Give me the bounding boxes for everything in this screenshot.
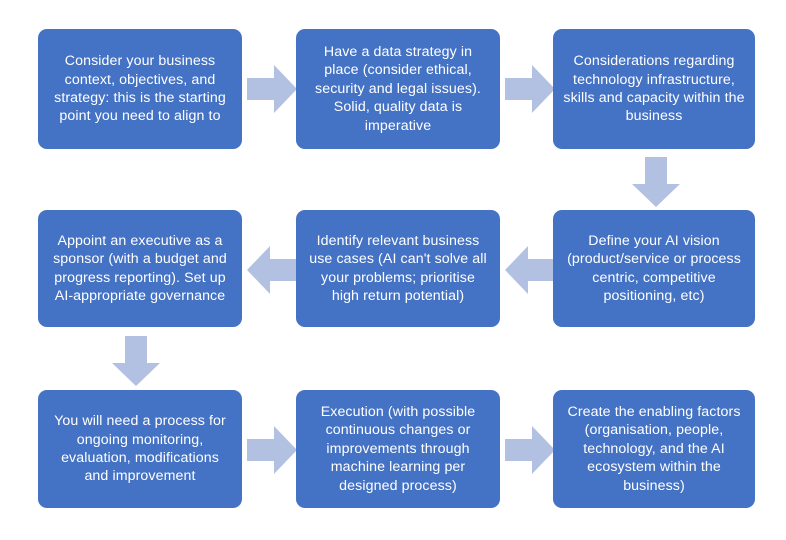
flow-node-step-1[interactable]: Consider your business context, objectiv… [38, 29, 242, 149]
flow-node-step-2[interactable]: Have a data strategy in place (consider … [296, 29, 500, 149]
flow-node-step-3[interactable]: Considerations regarding technology infr… [553, 29, 755, 149]
flow-node-step-6[interactable]: Appoint an executive as a sponsor (with … [38, 210, 242, 327]
flow-node-step-1-label: Consider your business context, objectiv… [54, 53, 226, 125]
flow-node-step-9[interactable]: Create the enabling factors (organisatio… [553, 390, 755, 508]
flow-node-step-8[interactable]: Execution (with possible continuous chan… [296, 390, 500, 508]
flow-node-step-7[interactable]: You will need a process for ongoing moni… [38, 390, 242, 508]
flow-node-step-5-label: Identify relevant business use cases (AI… [309, 232, 487, 304]
flow-node-step-7-label: You will need a process for ongoing moni… [54, 413, 226, 485]
arrow-right-step-2-to-step-3 [505, 63, 555, 115]
arrow-left-step-4-to-step-5 [505, 244, 555, 296]
arrow-right-step-7-to-step-8 [247, 424, 297, 476]
arrow-left-step-5-to-step-6 [247, 244, 297, 296]
flow-node-step-9-label: Create the enabling factors (organisatio… [567, 403, 741, 494]
arrow-right-step-8-to-step-9 [505, 424, 555, 476]
arrow-right-step-1-to-step-2 [247, 63, 297, 115]
flow-node-step-4-label: Define your AI vision (product/service o… [567, 232, 741, 304]
flow-node-step-2-label: Have a data strategy in place (consider … [315, 43, 481, 134]
flow-node-step-4[interactable]: Define your AI vision (product/service o… [553, 210, 755, 327]
flow-node-step-5[interactable]: Identify relevant business use cases (AI… [296, 210, 500, 327]
arrow-down-step-3-to-step-4 [630, 157, 682, 207]
arrow-down-step-6-to-step-7 [110, 336, 162, 386]
flow-node-step-8-label: Execution (with possible continuous chan… [320, 403, 476, 494]
flow-node-step-6-label: Appoint an executive as a sponsor (with … [53, 232, 227, 304]
flow-node-step-3-label: Considerations regarding technology infr… [563, 53, 745, 125]
